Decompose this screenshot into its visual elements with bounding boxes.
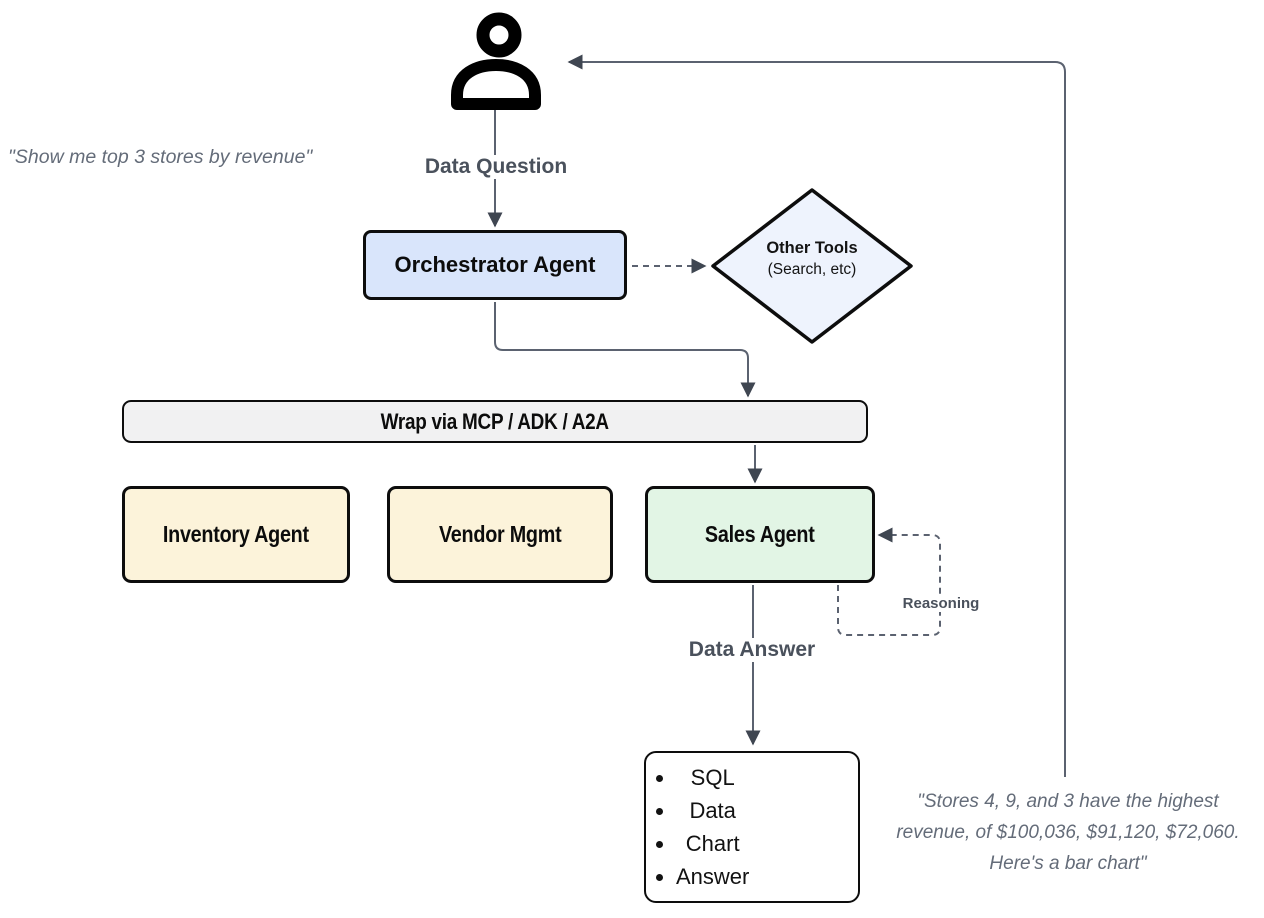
inventory-agent-label: Inventory Agent xyxy=(163,521,309,547)
data-answer-label: Data Answer xyxy=(682,638,822,662)
output-item-chart: Chart xyxy=(676,831,749,857)
output-list: SQL Data Chart Answer xyxy=(646,758,749,897)
arrow-reasoning-loop xyxy=(837,527,941,636)
output-node: SQL Data Chart Answer xyxy=(644,751,860,903)
other-tools-title: Other Tools xyxy=(766,239,858,257)
agent-response-quote: "Stores 4, 9, and 3 have the highest rev… xyxy=(896,791,1240,874)
orchestrator-agent-label: Orchestrator Agent xyxy=(394,252,596,277)
output-item-sql: SQL xyxy=(676,765,749,791)
output-item-answer: Answer xyxy=(676,864,749,890)
user-icon xyxy=(451,12,541,110)
sales-agent-label: Sales Agent xyxy=(705,521,815,547)
data-question-label: Data Question xyxy=(418,155,574,179)
reasoning-label: Reasoning xyxy=(896,595,986,612)
user-request-quote: "Show me top 3 stores by revenue" xyxy=(8,146,313,168)
other-tools-node: Other Tools (Search, etc) xyxy=(732,237,892,280)
output-item-data: Data xyxy=(676,798,749,824)
vendor-mgmt-node: Vendor Mgmt xyxy=(387,486,613,583)
wrap-mcp-adk-a2a-node: Wrap via MCP / ADK / A2A xyxy=(122,400,868,443)
arrow-answer-to-user xyxy=(567,54,1066,777)
orchestrator-agent-node: Orchestrator Agent xyxy=(363,230,627,300)
sales-agent-node: Sales Agent xyxy=(645,486,875,583)
inventory-agent-node: Inventory Agent xyxy=(122,486,350,583)
vendor-mgmt-label: Vendor Mgmt xyxy=(438,521,562,547)
other-tools-diamond xyxy=(711,188,913,344)
wrap-mcp-adk-a2a-label: Wrap via MCP / ADK / A2A xyxy=(380,408,610,434)
arrow-orchestrator-to-wrap xyxy=(494,302,756,398)
other-tools-subtitle: (Search, etc) xyxy=(767,261,857,278)
